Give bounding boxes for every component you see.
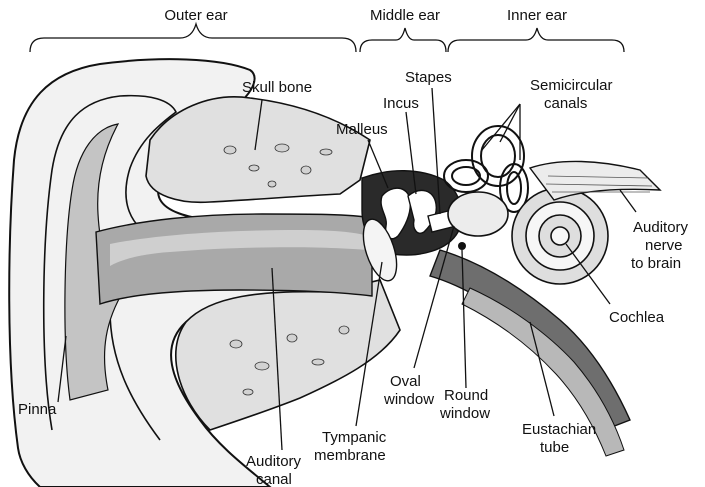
auditory-nerve-label-line3: to brain — [631, 255, 681, 272]
round-window-label-line2: window — [439, 405, 490, 422]
auditory-nerve-label-line1: Auditory — [633, 219, 689, 236]
auditory-canal-label-line1: Auditory — [246, 453, 302, 470]
semicircular-leader-1 — [482, 104, 520, 150]
auditory-nerve-leader — [620, 190, 636, 212]
auditory-canal-label-line2: canal — [256, 471, 292, 487]
incus-label: Incus — [383, 95, 419, 112]
auditory-canal-shape — [96, 214, 372, 304]
semicircular-label-line1: Semicircular — [530, 77, 613, 94]
malleus-label: Malleus — [336, 121, 388, 138]
middle-ear-title: Middle ear — [370, 7, 440, 24]
auditory-nerve-shape — [530, 161, 660, 200]
tympanic-label-line2: membrane — [314, 447, 386, 464]
skull-bone-upper — [146, 97, 370, 202]
middle-ear-brace — [360, 28, 446, 52]
outer-ear-title: Outer ear — [164, 7, 227, 24]
pinna-label: Pinna — [18, 401, 57, 418]
semicircular-label-line2: canals — [544, 95, 587, 112]
inner-ear-brace — [448, 28, 624, 52]
stapes-label: Stapes — [405, 69, 452, 86]
cochlea-shape — [512, 188, 608, 284]
oval-window-label-line2: window — [383, 391, 434, 408]
eustachian-label-line2: tube — [540, 439, 569, 456]
round-window-marker — [458, 242, 466, 250]
eustachian-label-line1: Eustachian — [522, 421, 596, 438]
vestibule-shape — [448, 192, 508, 236]
round-window-label-line1: Round — [444, 387, 488, 404]
cochlea-label: Cochlea — [609, 309, 665, 326]
skull-bone-label: Skull bone — [242, 79, 312, 96]
outer-ear-brace — [30, 24, 356, 52]
section-braces — [30, 24, 624, 52]
inner-ear-title: Inner ear — [507, 7, 567, 24]
tympanic-label-line1: Tympanic — [322, 429, 387, 446]
auditory-nerve-label-line2: nerve — [645, 237, 683, 254]
oval-window-label-line1: Oval — [390, 373, 421, 390]
